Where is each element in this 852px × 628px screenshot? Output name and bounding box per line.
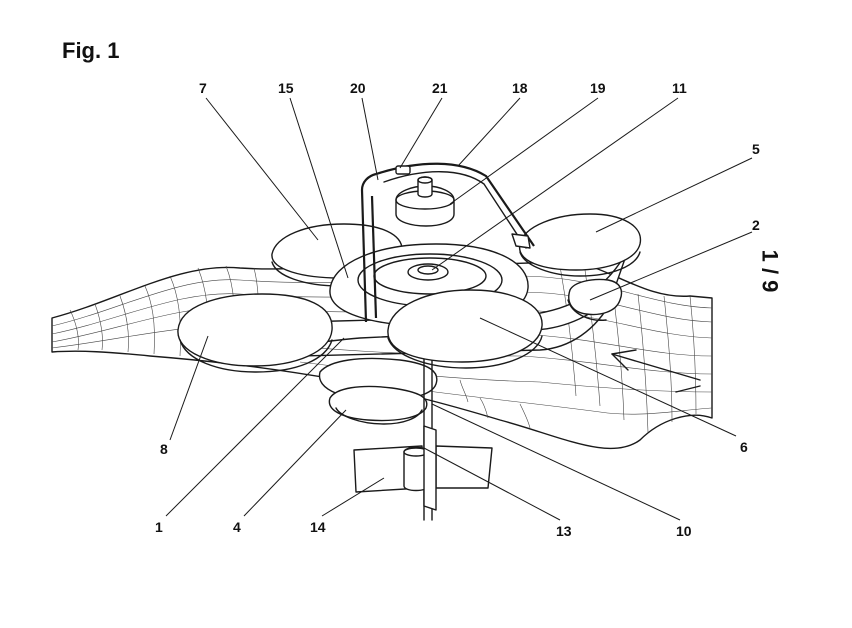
flow-arrow-icon bbox=[611, 349, 701, 393]
label-18: 18 bbox=[512, 80, 528, 96]
label-2: 2 bbox=[752, 217, 760, 233]
rudder-fins bbox=[353, 425, 493, 511]
label-11: 11 bbox=[672, 80, 687, 96]
label-5: 5 bbox=[752, 141, 760, 157]
label-20: 20 bbox=[350, 80, 366, 96]
label-14: 14 bbox=[310, 519, 326, 535]
mast-frame bbox=[360, 162, 535, 323]
float-5 bbox=[519, 213, 642, 321]
lower-hull bbox=[318, 357, 438, 425]
label-13: 13 bbox=[556, 523, 572, 539]
label-4: 4 bbox=[233, 519, 241, 535]
leader-lines bbox=[165, 97, 753, 521]
label-7: 7 bbox=[199, 80, 207, 96]
label-10: 10 bbox=[676, 523, 692, 539]
float-6 bbox=[387, 289, 543, 369]
label-15: 15 bbox=[278, 80, 294, 96]
top-unit-19 bbox=[395, 176, 455, 227]
float-8 bbox=[177, 293, 333, 373]
reference-numerals: 7 15 20 21 18 19 11 5 2 8 6 1 4 14 13 10 bbox=[155, 80, 760, 539]
label-19: 19 bbox=[590, 80, 606, 96]
label-6: 6 bbox=[740, 439, 748, 455]
figure-title: Fig. 1 bbox=[62, 38, 120, 63]
label-21: 21 bbox=[432, 80, 448, 96]
label-8: 8 bbox=[160, 441, 168, 457]
label-1: 1 bbox=[155, 519, 163, 535]
